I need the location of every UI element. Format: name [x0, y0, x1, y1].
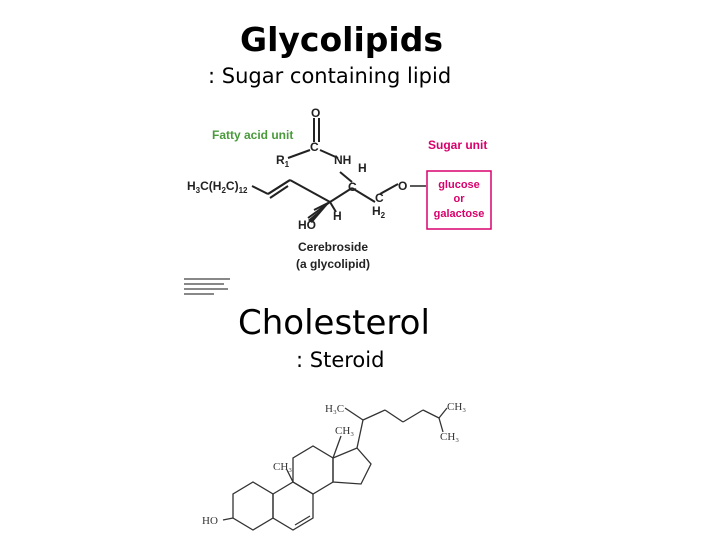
atom-h-upper: H [358, 161, 367, 175]
atom-c-carbonyl: C [310, 140, 319, 154]
sugar-or: or [454, 193, 466, 205]
sugar-unit-label: Sugar unit [428, 138, 487, 152]
atom-o-right: O [398, 179, 407, 193]
h3c-top-label: H₃C [325, 403, 344, 415]
atom-ho: HO [298, 218, 316, 232]
atom-h2: H2 [372, 204, 386, 220]
fatty-chain-label: H3C(H2C)12 [187, 179, 248, 195]
ch3-right-top-label: CH₃ [447, 401, 466, 413]
credit-lines [184, 278, 230, 295]
ch3-right-bottom-label: CH₃ [440, 431, 459, 443]
atom-o-top: O [311, 106, 320, 120]
cerebroside-structure: Fatty acid unit O C R1 NH H C C H2 O H3C… [184, 106, 492, 295]
glycolipid-caption: (a glycolipid) [296, 257, 370, 271]
ho-label: HO [202, 515, 218, 527]
cholesterol-bonds [222, 407, 448, 531]
cholesterol-structure: H₃C CH₃ CH₃ CH₃ CH₃ HO [202, 401, 466, 531]
atom-nh: NH [334, 153, 351, 167]
cholesterol-subtitle: : Steroid [296, 348, 385, 372]
cerebroside-caption: Cerebroside [298, 240, 368, 254]
sugar-galactose: galactose [434, 208, 485, 220]
sugar-glucose: glucose [438, 179, 480, 191]
slide-title: Glycolipids [240, 20, 443, 59]
slide-subtitle: : Sugar containing lipid [208, 64, 452, 88]
atom-c-mid: C [348, 180, 357, 194]
atom-c-ch2: C [375, 191, 384, 205]
cerebroside-bonds [251, 118, 399, 219]
ch3-ring-b-label: CH₃ [273, 461, 292, 473]
cholesterol-title: Cholesterol [238, 303, 430, 343]
atom-h-lower: H [333, 209, 342, 223]
atom-r1: R1 [276, 153, 290, 169]
fatty-acid-unit-label: Fatty acid unit [212, 128, 293, 142]
ch3-ring-d-label: CH₃ [335, 425, 354, 437]
sugar-box [426, 170, 492, 230]
